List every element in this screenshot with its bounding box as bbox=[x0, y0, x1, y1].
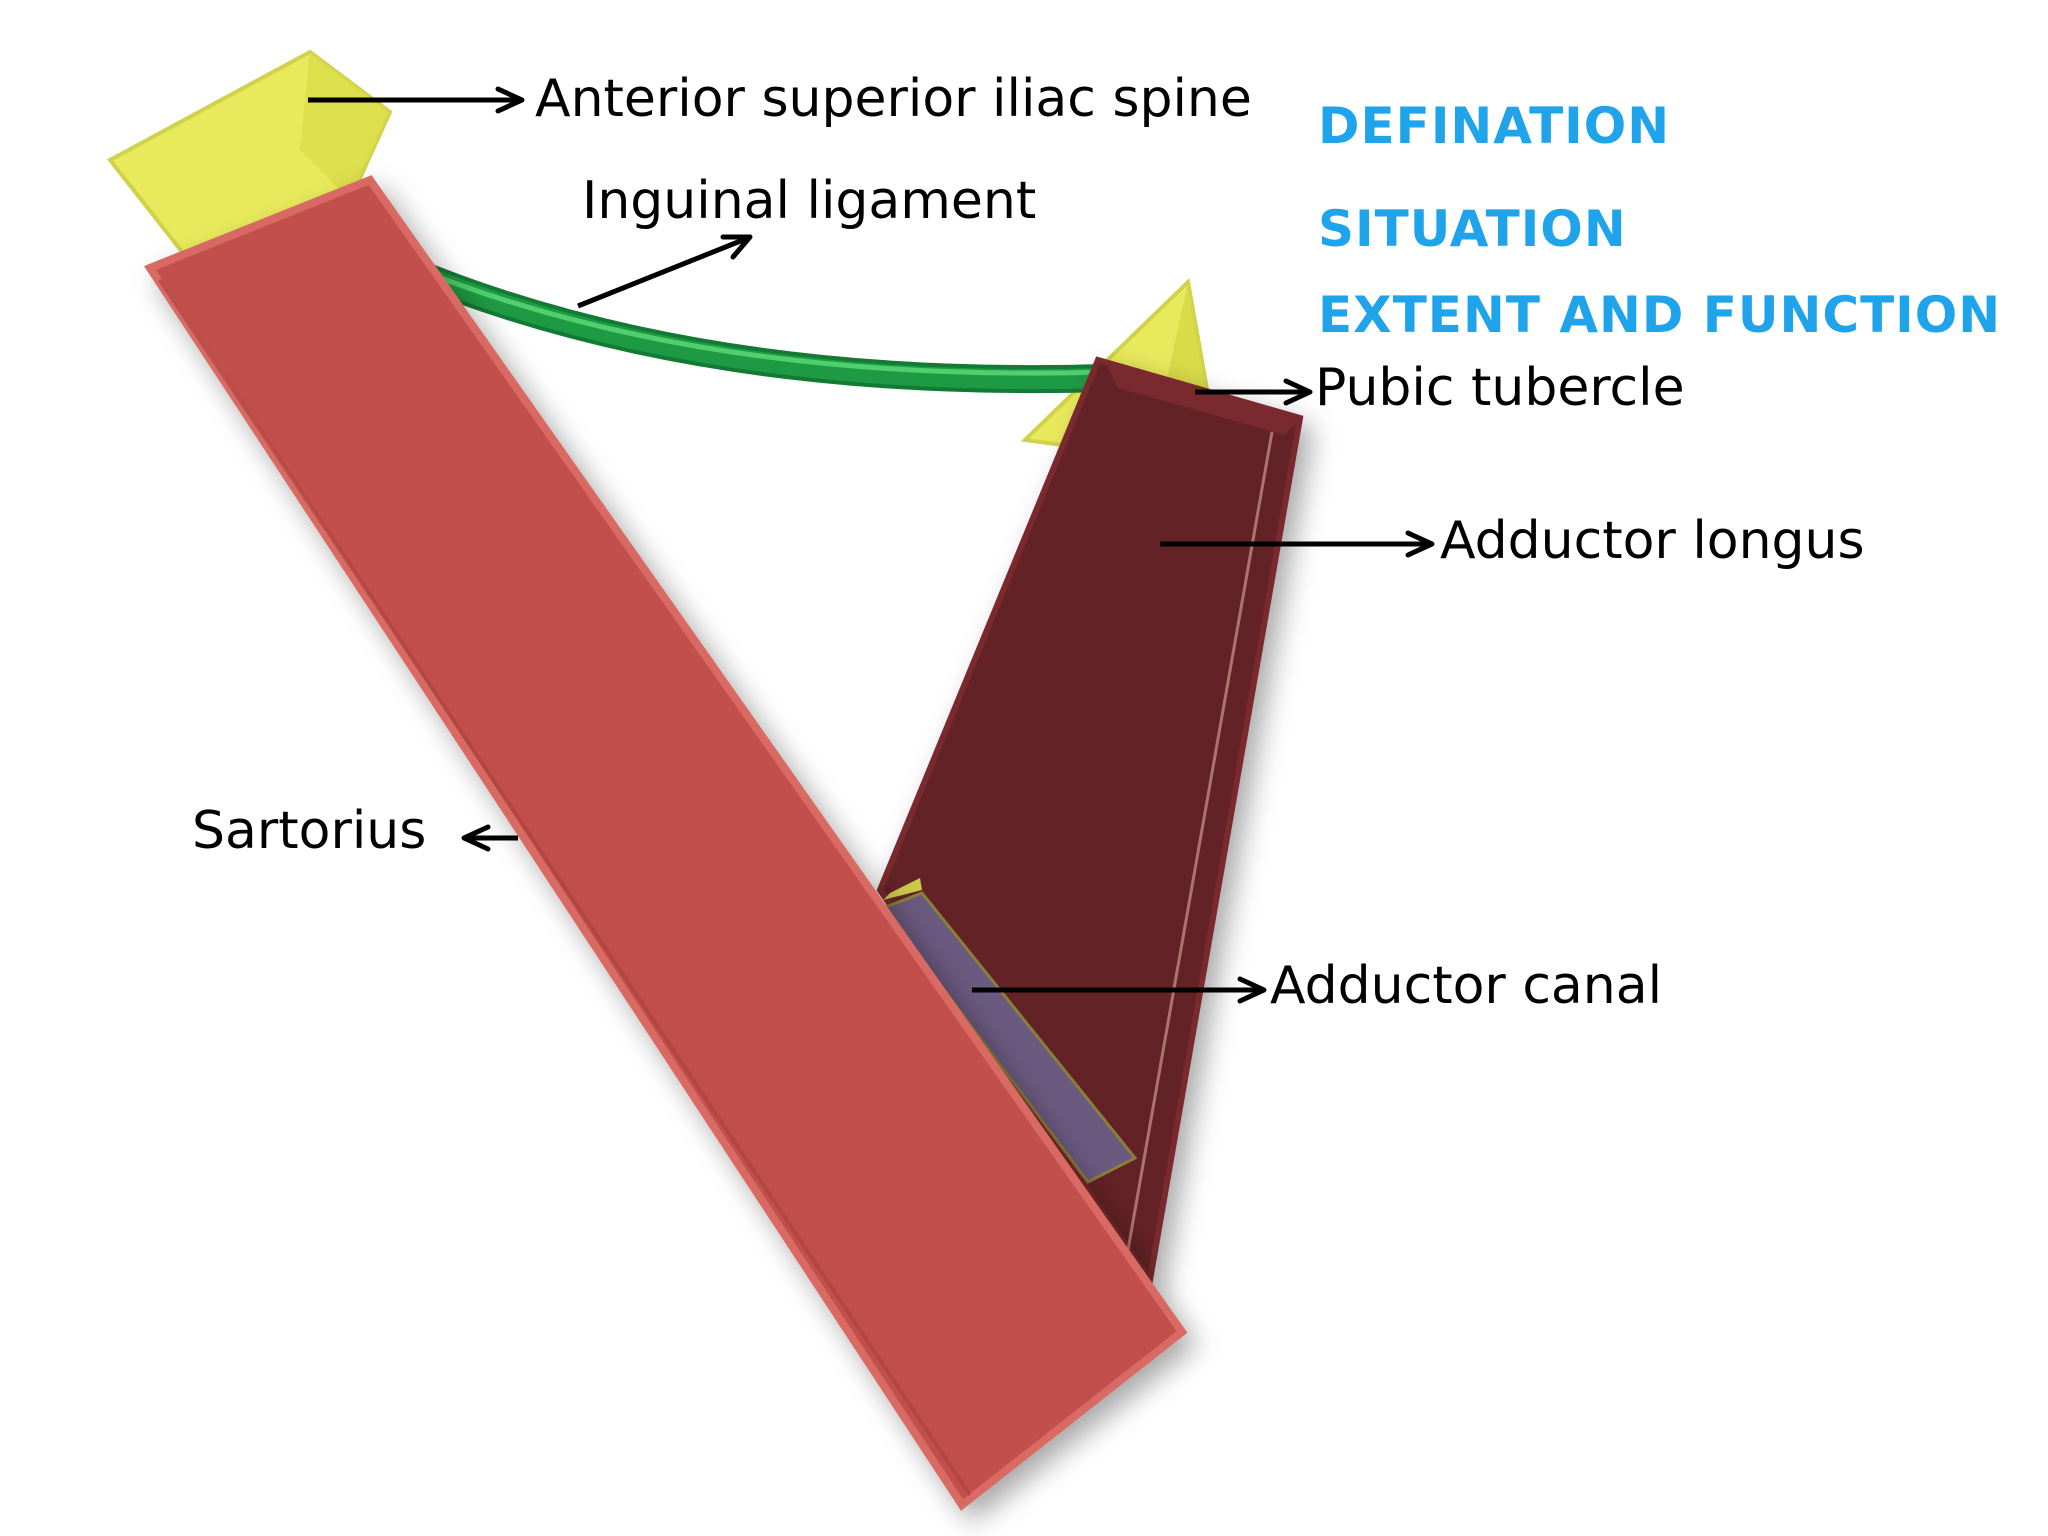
annotation-arrows bbox=[308, 86, 1435, 1004]
adductor-canal bbox=[880, 878, 1138, 1184]
inguinal-ligament bbox=[396, 256, 1119, 394]
heading-situation: SITUATION bbox=[1318, 200, 1627, 258]
adductor-longus-label: Adductor longus bbox=[1440, 511, 1865, 571]
sartorius bbox=[143, 175, 1188, 1511]
pubic-tubercle-label: Pubic tubercle bbox=[1315, 358, 1685, 418]
heading-extent-function: EXTENT AND FUNCTION bbox=[1318, 286, 2001, 344]
heading-definition: DEFINATION bbox=[1318, 97, 1670, 155]
asis-label: Anterior superior iliac spine bbox=[535, 69, 1252, 129]
sartorius-label: Sartorius bbox=[192, 801, 426, 861]
adductor-canal-label: Adductor canal bbox=[1270, 956, 1662, 1016]
inguinal-ligament-label: Inguinal ligament bbox=[582, 171, 1036, 231]
inguinal-ligament-arrow bbox=[577, 235, 749, 309]
